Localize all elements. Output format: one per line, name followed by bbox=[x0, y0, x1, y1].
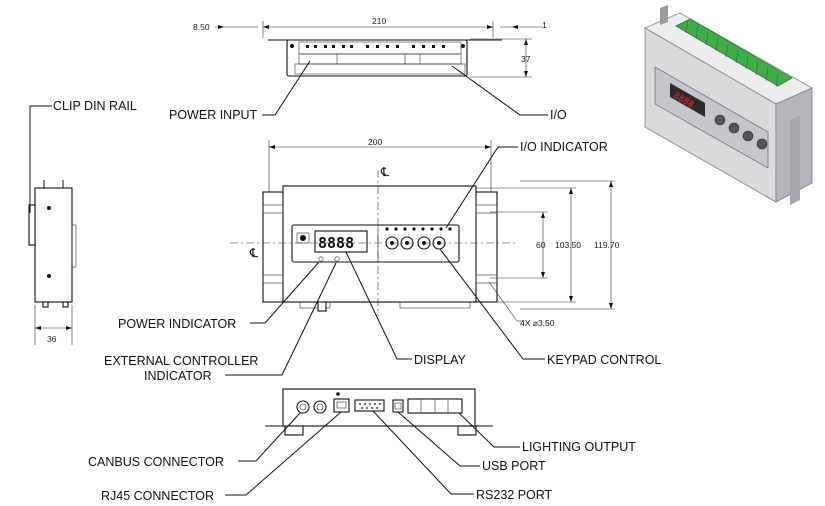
callout-display: DISPLAY bbox=[414, 353, 467, 367]
dim-height-inner: 103.50 bbox=[555, 240, 581, 250]
dim-top-edge: 1 bbox=[542, 20, 547, 30]
front-display-digits: 8888 bbox=[318, 234, 354, 252]
callout-power-input: POWER INPUT bbox=[169, 108, 258, 122]
callout-external-controller-line2: INDICATOR bbox=[144, 369, 212, 383]
isometric-render: 8888 bbox=[644, 5, 813, 205]
callout-power-indicator: POWER INDICATOR bbox=[118, 317, 236, 331]
callout-usb-port: USB PORT bbox=[482, 459, 546, 473]
dim-side-depth: 36 bbox=[47, 334, 57, 344]
centerline-symbol-vertical: ℄ bbox=[380, 165, 390, 179]
callout-canbus-connector: CANBUS CONNECTOR bbox=[88, 455, 224, 469]
dim-top-width: 210 bbox=[372, 16, 386, 26]
front-view: 200 8888 bbox=[230, 137, 620, 328]
callout-io: I/O bbox=[550, 108, 567, 122]
callout-keypad-control: KEYPAD CONTROL bbox=[547, 353, 661, 367]
dim-front-width: 200 bbox=[368, 137, 382, 147]
callout-rs232-port: RS232 PORT bbox=[476, 488, 553, 502]
callout-external-controller-line1: EXTERNAL CONTROLLER bbox=[104, 354, 258, 368]
callout-io-indicator: I/O INDICATOR bbox=[520, 140, 608, 154]
top-view: 210 8.50 1 37 bbox=[193, 16, 547, 78]
dim-height-outer: 119.70 bbox=[594, 240, 620, 250]
callout-clip-din-rail: CLIP DIN RAIL bbox=[53, 99, 137, 113]
dim-holes: 4X ⌀3.50 bbox=[520, 318, 555, 328]
callouts: CLIP DIN RAIL POWER INPUT I/O I/O INDICA… bbox=[29, 60, 661, 503]
callout-rj45-connector: RJ45 CONNECTOR bbox=[101, 489, 214, 503]
callout-lighting-output: LIGHTING OUTPUT bbox=[522, 440, 636, 454]
side-view: 36 bbox=[28, 180, 77, 345]
dim-top-height: 37 bbox=[521, 54, 531, 64]
centerline-symbol-horizontal: ℄ bbox=[249, 246, 259, 260]
dim-top-offset: 8.50 bbox=[193, 22, 210, 32]
bottom-view bbox=[265, 388, 493, 436]
dim-hole-spacing: 60 bbox=[536, 240, 546, 250]
